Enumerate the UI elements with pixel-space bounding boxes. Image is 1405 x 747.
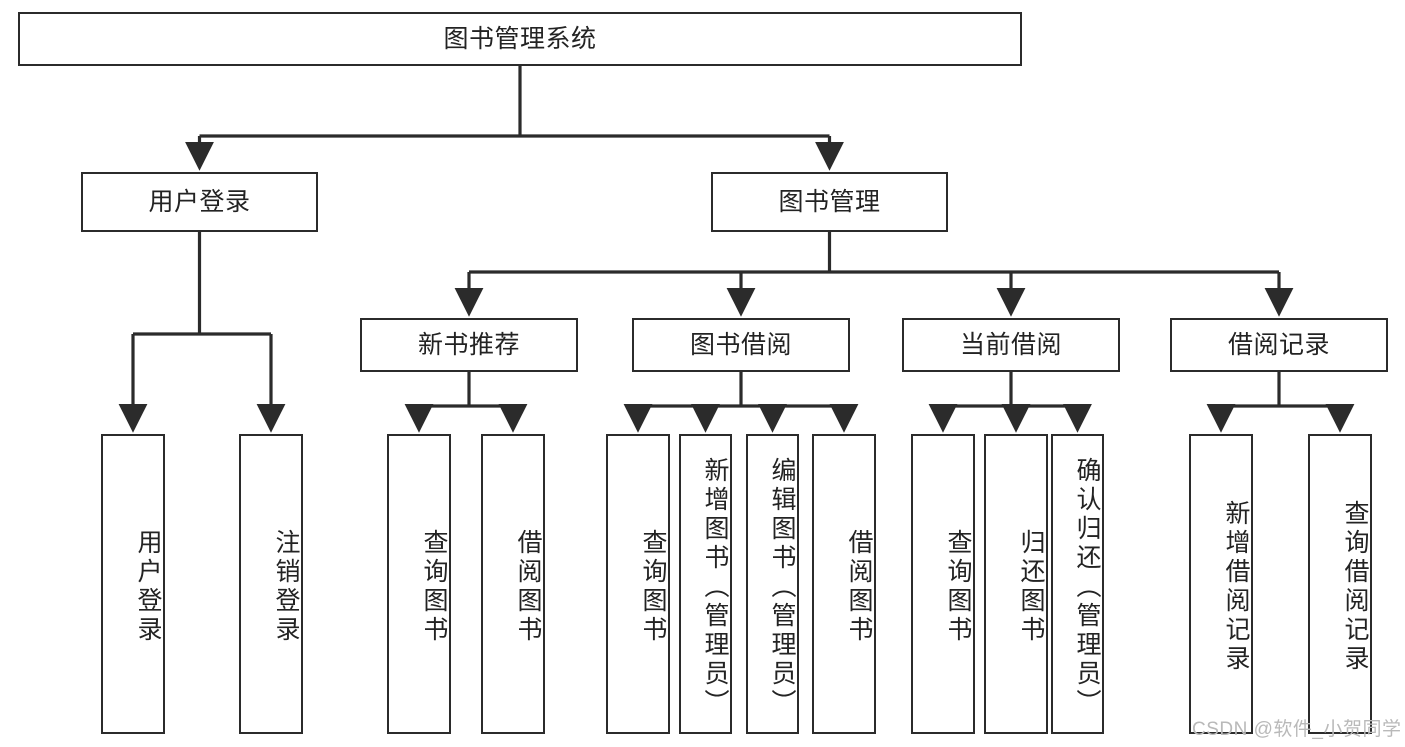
node-leaf-query-record[interactable]: 查询借阅记录: [1308, 434, 1372, 734]
node-new-book-recommend-label: 新书推荐: [417, 330, 520, 359]
node-leaf-query-book-1[interactable]: 查询图书: [387, 434, 451, 734]
node-book-manage-label: 图书管理: [778, 187, 881, 216]
node-borrow-record[interactable]: 借阅记录: [1170, 318, 1388, 372]
node-book-manage[interactable]: 图书管理: [711, 172, 948, 232]
node-root[interactable]: 图书管理系统: [18, 12, 1022, 66]
node-leaf-logout-label: 注销登录: [272, 529, 300, 645]
node-leaf-user-login[interactable]: 用户登录: [101, 434, 165, 734]
node-leaf-query-book-1-label: 查询图书: [420, 529, 448, 645]
node-leaf-borrow-book-1-label: 借阅图书: [514, 529, 542, 645]
node-leaf-confirm-return-label: 确认归还（管理员）: [1073, 456, 1101, 718]
node-leaf-add-book[interactable]: 新增图书（管理员）: [679, 434, 732, 734]
node-leaf-borrow-book-1[interactable]: 借阅图书: [481, 434, 545, 734]
node-leaf-borrow-book-2-label: 借阅图书: [845, 529, 873, 645]
csdn-watermark: CSDN @软件_小贺同学: [1192, 719, 1402, 740]
node-leaf-query-book-3-label: 查询图书: [944, 529, 972, 645]
node-leaf-edit-book-label: 编辑图书（管理员）: [768, 456, 796, 718]
node-leaf-confirm-return[interactable]: 确认归还（管理员）: [1051, 434, 1104, 734]
node-book-borrow-label: 图书借阅: [689, 330, 792, 359]
node-leaf-return-book[interactable]: 归还图书: [984, 434, 1048, 734]
node-leaf-user-login-label: 用户登录: [134, 529, 162, 645]
node-current-borrow[interactable]: 当前借阅: [902, 318, 1120, 372]
node-user-login[interactable]: 用户登录: [81, 172, 318, 232]
node-borrow-record-label: 借阅记录: [1227, 330, 1330, 359]
node-user-login-label: 用户登录: [148, 187, 251, 216]
node-leaf-query-book-3[interactable]: 查询图书: [911, 434, 975, 734]
node-leaf-return-book-label: 归还图书: [1017, 529, 1045, 645]
node-book-borrow[interactable]: 图书借阅: [632, 318, 850, 372]
node-leaf-query-book-2-label: 查询图书: [639, 529, 667, 645]
node-new-book-recommend[interactable]: 新书推荐: [360, 318, 578, 372]
node-leaf-add-book-label: 新增图书（管理员）: [701, 456, 729, 718]
node-leaf-add-record-label: 新增借阅记录: [1222, 500, 1250, 674]
node-leaf-borrow-book-2[interactable]: 借阅图书: [812, 434, 876, 734]
node-leaf-edit-book[interactable]: 编辑图书（管理员）: [746, 434, 799, 734]
node-current-borrow-label: 当前借阅: [959, 330, 1062, 359]
node-leaf-logout[interactable]: 注销登录: [239, 434, 303, 734]
node-leaf-add-record[interactable]: 新增借阅记录: [1189, 434, 1253, 734]
node-leaf-query-book-2[interactable]: 查询图书: [606, 434, 670, 734]
node-root-label: 图书管理系统: [443, 24, 597, 53]
node-leaf-query-record-label: 查询借阅记录: [1341, 500, 1369, 674]
